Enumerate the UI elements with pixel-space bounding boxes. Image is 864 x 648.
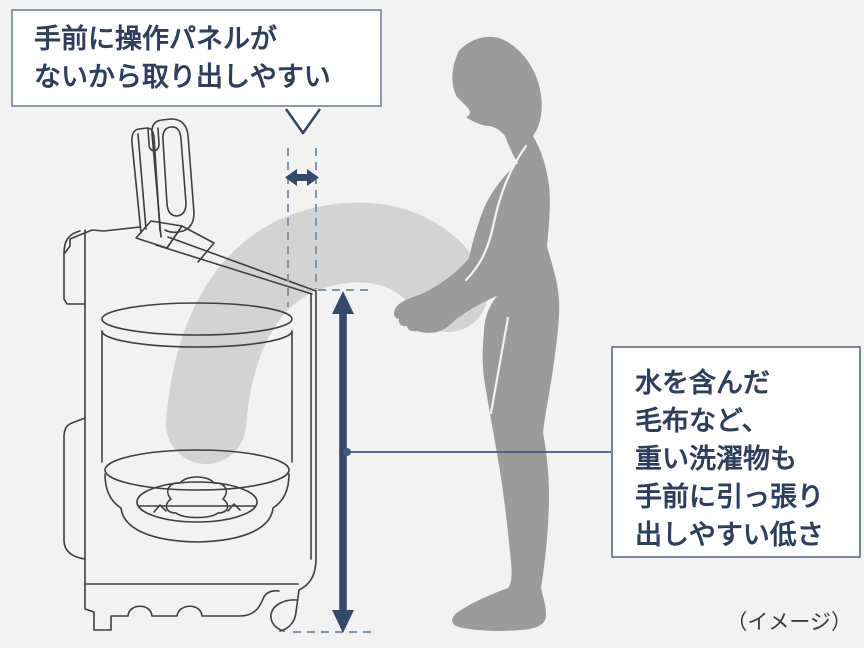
callout-low-height: 水を含んだ 毛布など、 重い洗濯物も 手前に引っ張り 出しやすい低さ — [611, 346, 861, 558]
machine-hinge-panel — [166, 225, 215, 263]
machine-plinth-feet — [84, 583, 280, 631]
machine-tub-rim — [101, 302, 293, 336]
machine-left-upper-housing — [63, 230, 86, 305]
machine-rim-outer — [167, 236, 317, 292]
machine-front-edge-outer — [279, 290, 317, 632]
callout-front-panel-line2: ないから取り出しやすい — [34, 62, 331, 92]
person-body — [393, 36, 560, 631]
callout-low-height-line3: 重い洗濯物も — [635, 444, 797, 474]
machine-lid-capsule — [162, 126, 187, 217]
person-arm-seam — [464, 144, 528, 282]
leader-dot — [343, 448, 351, 456]
machine-lid-rear-line — [137, 133, 147, 230]
callout-low-height-line5: 出しやすい低さ — [635, 520, 824, 550]
machine-pulsator — [136, 481, 258, 523]
swoosh-motion-path — [166, 202, 488, 464]
machine-pulsator-hub — [165, 476, 229, 519]
machine-front-foot — [270, 599, 298, 632]
callout-low-height-line4: 手前に引っ張り — [635, 482, 824, 512]
washing-machine-drawing — [63, 118, 317, 632]
machine-pulsator-notch-right — [227, 503, 241, 512]
callout-front-panel: 手前に操作パネルが ないから取り出しやすい — [11, 9, 382, 135]
machine-lid-handle-notch — [147, 127, 160, 152]
machine-left-lower-housing — [63, 417, 86, 560]
width-indicator — [285, 148, 319, 307]
callout-low-height-line1: 水を含んだ — [635, 368, 770, 398]
person-silhouette — [393, 36, 560, 631]
callout-low-height-line2: 毛布など、 — [635, 406, 769, 436]
width-arrow-icon — [285, 169, 319, 186]
height-indicator — [293, 289, 613, 633]
callout-front-panel-line1: 手前に操作パネルが — [34, 24, 277, 54]
machine-pulsator-notch-left — [153, 504, 167, 513]
machine-top-back-edge — [63, 226, 141, 255]
machine-tub-rim-lower — [101, 330, 293, 348]
person-leg-seam — [489, 316, 510, 415]
machine-rim-inner — [155, 244, 313, 295]
machine-tub-bottom-bowl — [104, 473, 290, 543]
machine-tub-floor — [104, 449, 290, 491]
machine-lid-front-slab — [151, 118, 195, 238]
machine-lid-rear-slab — [131, 127, 161, 234]
callout-tail-icon — [285, 107, 321, 135]
height-arrow-icon — [332, 291, 354, 633]
image-note: （イメージ） — [726, 611, 852, 634]
